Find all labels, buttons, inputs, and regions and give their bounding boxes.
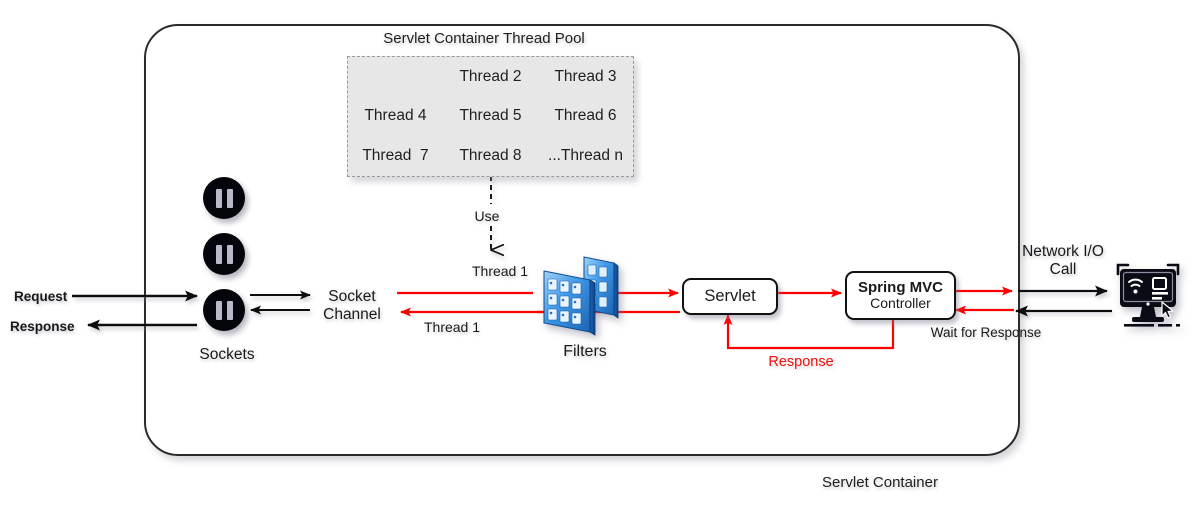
servlet-node[interactable]: Servlet	[682, 278, 778, 315]
sockets-label: Sockets	[199, 346, 255, 363]
thread-cell: Thread 8	[459, 147, 522, 165]
thread1-bottom-label: Thread 1	[423, 319, 481, 335]
response-label: Response	[10, 319, 75, 334]
socket-icon	[203, 289, 245, 331]
thread-cell: Thread 3	[554, 67, 617, 85]
thread-cell: ...Thread n	[548, 147, 623, 165]
thread-cell: Thread 4	[364, 107, 427, 125]
network-line1: Network I/O	[1022, 243, 1104, 260]
spring-mvc-label: Spring MVC	[858, 278, 943, 296]
filters-icon	[538, 253, 620, 337]
thread-cell: Thread 7	[362, 147, 429, 165]
thread1-top-label: Thread 1	[471, 263, 529, 279]
monitor-network-icon	[1110, 262, 1186, 332]
thread-cell: Thread 2	[459, 67, 522, 85]
socket-icon	[203, 177, 245, 219]
servlet-node-label: Servlet	[704, 287, 756, 305]
socket-bar	[226, 188, 233, 208]
network-line2: Call	[1049, 260, 1077, 278]
socket-channel-label: Socket Channel	[323, 288, 381, 324]
socket-channel-line1: Socket	[328, 288, 376, 305]
socket-channel-line2: Channel	[323, 305, 381, 323]
spring-mvc-controller-node[interactable]: Spring MVC Controller	[845, 271, 956, 320]
servlet-container-caption: Servlet Container	[822, 474, 938, 491]
use-label: Use	[472, 208, 502, 225]
controller-label: Controller	[870, 294, 931, 311]
socket-bar	[226, 300, 233, 320]
wait-for-response-label: Wait for Response	[930, 325, 1042, 340]
socket-bar	[215, 300, 222, 320]
filters-label: Filters	[563, 343, 607, 360]
socket-bar	[215, 188, 222, 208]
socket-bar	[226, 244, 233, 264]
request-label: Request	[14, 289, 68, 304]
socket-bar	[215, 244, 222, 264]
network-io-call-label: Network I/O Call	[1022, 243, 1104, 279]
thread-pool-box: Thread 2 Thread 3 Thread 4 Thread 5 Thre…	[347, 56, 634, 177]
socket-icon	[203, 233, 245, 275]
thread-grid: Thread 2 Thread 3 Thread 4 Thread 5 Thre…	[348, 57, 633, 176]
red-response-label: Response	[768, 354, 834, 370]
thread-cell: Thread 6	[554, 107, 617, 125]
thread-pool-title: Servlet Container Thread Pool	[383, 30, 585, 47]
thread-cell: Thread 5	[459, 107, 522, 125]
